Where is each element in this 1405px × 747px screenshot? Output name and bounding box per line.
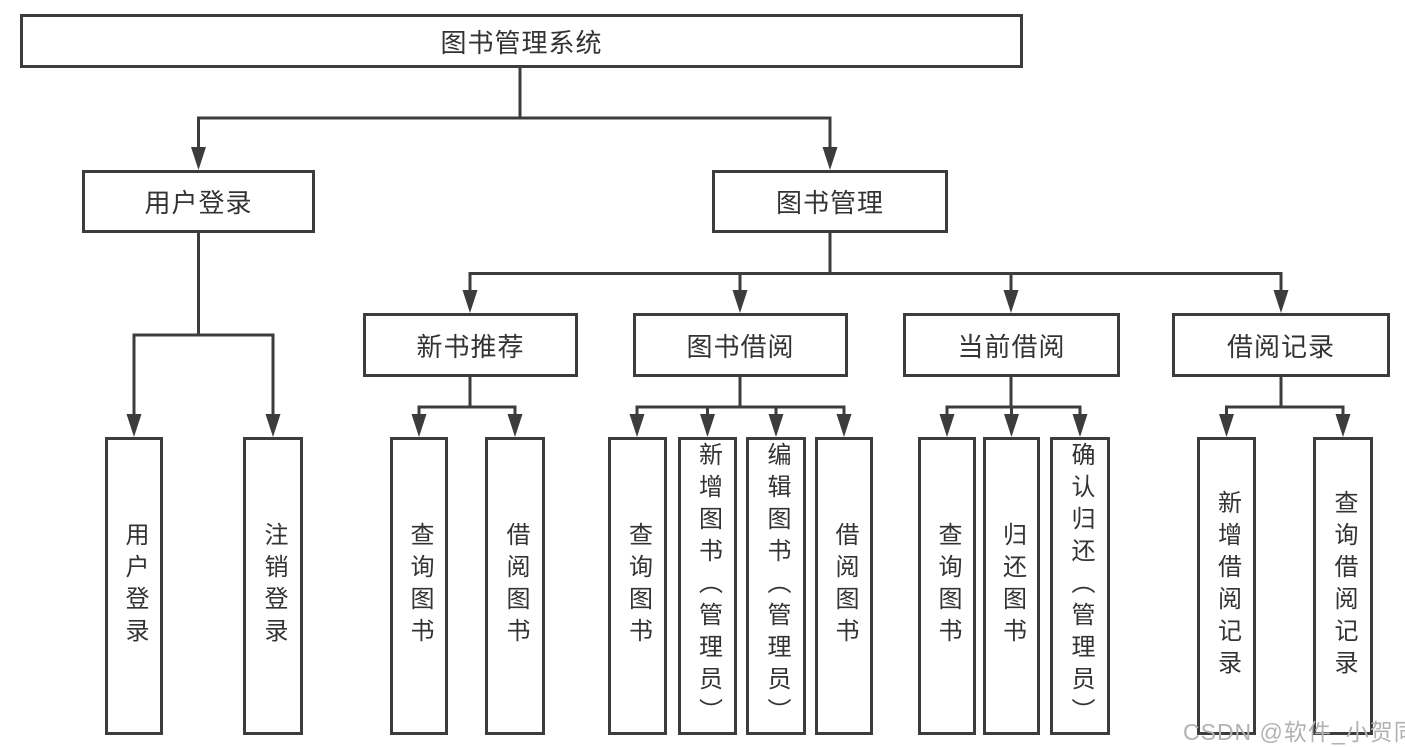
leaf-current-query-books: 查询图书: [918, 437, 976, 735]
arrowheads: [126, 147, 1351, 437]
edge-borrow-records-to-leaves: [1225, 377, 1345, 419]
csdn-watermark: CSDN @软件_小贺同学: [1183, 719, 1405, 745]
leaf-user-login: 用户登录: [105, 437, 163, 735]
node-library-management-system: 图书管理系统: [20, 14, 1023, 68]
node-book-management: 图书管理: [712, 170, 948, 233]
leaf-add-borrow-record: 新增借阅记录: [1197, 437, 1256, 735]
leaf-edit-books-admin: 编辑图书（管理员）: [746, 437, 806, 735]
leaf-borrow-books: 借阅图书: [815, 437, 873, 735]
node-current-borrow: 当前借阅: [903, 313, 1120, 377]
edge-new-book-recommend-to-leaves: [417, 377, 517, 419]
leaf-logout: 注销登录: [243, 437, 303, 735]
leaf-borrow-query-books: 查询图书: [608, 437, 667, 735]
leaf-query-borrow-record: 查询借阅记录: [1313, 437, 1373, 735]
leaf-return-books: 归还图书: [983, 437, 1040, 735]
leaf-recommend-borrow-books: 借阅图书: [485, 437, 545, 735]
leaf-recommend-query-books: 查询图书: [390, 437, 448, 735]
node-new-book-recommend: 新书推荐: [363, 313, 578, 377]
node-borrow-records: 借阅记录: [1172, 313, 1390, 377]
edge-book-management-to-level2: [468, 233, 1283, 294]
leaf-add-books-admin: 新增图书（管理员）: [678, 437, 737, 735]
edge-current-borrow-to-leaves: [945, 377, 1082, 419]
node-user-login: 用户登录: [82, 170, 315, 233]
node-book-borrow: 图书借阅: [633, 313, 848, 377]
edge-book-borrow-to-leaves: [635, 377, 846, 419]
edge-root-to-level1: [197, 68, 832, 152]
edge-user-login-to-leaves: [132, 233, 275, 418]
leaf-confirm-return-admin: 确认归还（管理员）: [1050, 437, 1110, 735]
